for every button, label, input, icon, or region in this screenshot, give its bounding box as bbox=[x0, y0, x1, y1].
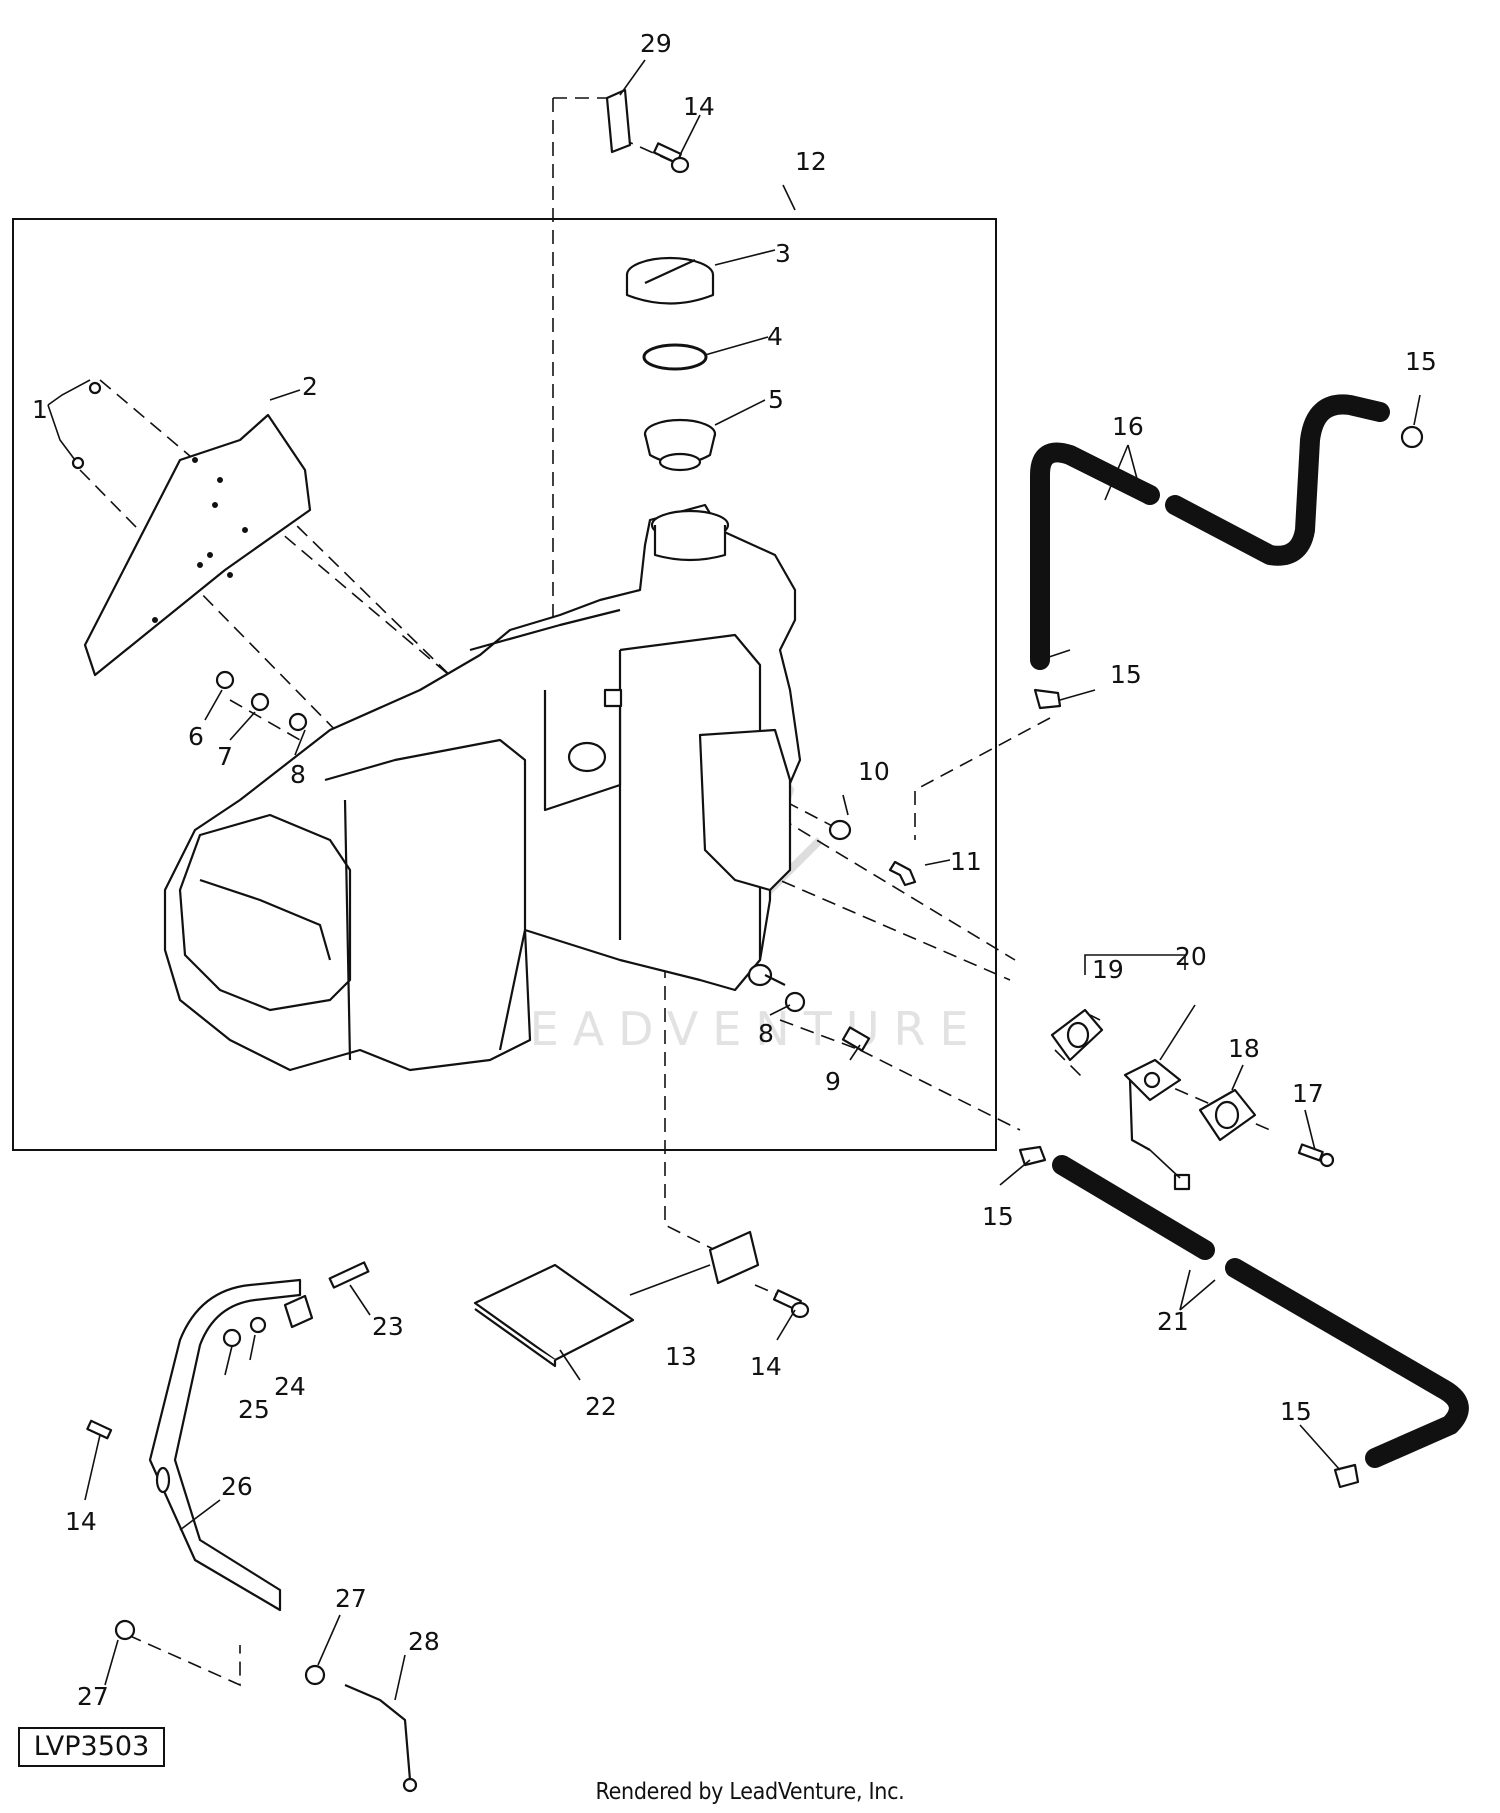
bolt-23[interactable] bbox=[328, 1261, 370, 1289]
fuel-tank-assembly-box bbox=[12, 218, 997, 1151]
bolt-14-left[interactable] bbox=[86, 1419, 113, 1440]
callout-8a: 8 bbox=[290, 760, 306, 789]
rod-28[interactable] bbox=[344, 1683, 418, 1793]
callout-6: 6 bbox=[188, 722, 204, 751]
callout-15b: 15 bbox=[1110, 660, 1142, 689]
spacer-23[interactable] bbox=[283, 1294, 314, 1329]
callout-1: 1 bbox=[32, 395, 48, 424]
callout-24: 24 bbox=[274, 1372, 306, 1401]
o-ring[interactable] bbox=[642, 343, 708, 371]
callout-5: 5 bbox=[768, 385, 784, 414]
screw-17[interactable] bbox=[1297, 1143, 1335, 1168]
callout-14c: 14 bbox=[65, 1507, 97, 1536]
footer-credit: Rendered by LeadVenture, Inc. bbox=[595, 1779, 905, 1805]
fuel-pickup-20[interactable] bbox=[1123, 1058, 1191, 1191]
callout-2: 2 bbox=[302, 372, 318, 401]
callout-4: 4 bbox=[767, 322, 783, 351]
nut-8-lower[interactable] bbox=[784, 991, 806, 1013]
callout-18: 18 bbox=[1228, 1034, 1260, 1063]
callout-3: 3 bbox=[775, 239, 791, 268]
heat-shield-plate[interactable] bbox=[83, 413, 312, 677]
fuel-cap[interactable] bbox=[625, 256, 715, 305]
hose-clamp-15-top[interactable] bbox=[1400, 425, 1424, 449]
nut-8-left[interactable] bbox=[288, 712, 308, 732]
callout-10: 10 bbox=[858, 757, 890, 786]
nut-25[interactable] bbox=[222, 1328, 242, 1348]
fuel-hose-21[interactable] bbox=[1052, 1155, 1469, 1468]
callout-29: 29 bbox=[640, 29, 672, 58]
callout-13: 13 bbox=[665, 1342, 697, 1371]
pad-22[interactable] bbox=[473, 1263, 635, 1368]
gasket-19[interactable] bbox=[1050, 1008, 1104, 1062]
callout-9: 9 bbox=[825, 1067, 841, 1096]
bolt-14-top[interactable] bbox=[652, 142, 690, 174]
filler-neck-adapter[interactable] bbox=[643, 418, 717, 472]
callout-26: 26 bbox=[221, 1472, 253, 1501]
fitting-9[interactable] bbox=[841, 1026, 871, 1052]
bracket-13[interactable] bbox=[708, 1230, 760, 1285]
callout-27a: 27 bbox=[77, 1682, 109, 1711]
callout-21: 21 bbox=[1157, 1307, 1189, 1336]
callout-25: 25 bbox=[238, 1395, 270, 1424]
callout-15d: 15 bbox=[1280, 1397, 1312, 1426]
fuel-tank[interactable] bbox=[163, 503, 802, 1072]
bushing-7[interactable] bbox=[250, 692, 270, 712]
callout-16: 16 bbox=[1112, 412, 1144, 441]
callout-27b: 27 bbox=[335, 1584, 367, 1613]
callout-23: 23 bbox=[372, 1312, 404, 1341]
callout-19: 19 bbox=[1092, 955, 1124, 984]
callout-7: 7 bbox=[217, 742, 233, 771]
retainer-plate-18[interactable] bbox=[1198, 1088, 1257, 1142]
callout-8b: 8 bbox=[758, 1019, 774, 1048]
callout-15c: 15 bbox=[982, 1202, 1014, 1231]
elbow-fitting-11[interactable] bbox=[888, 860, 917, 887]
hose-clamp-15-bottom[interactable] bbox=[1333, 1463, 1360, 1489]
callout-12: 12 bbox=[795, 147, 827, 176]
grommet-6[interactable] bbox=[215, 670, 235, 690]
nut-27-right[interactable] bbox=[304, 1664, 326, 1686]
tank-strap-26[interactable] bbox=[148, 1278, 302, 1612]
grommet-10[interactable] bbox=[828, 819, 852, 841]
leadventure-watermark: LEADVENTURE bbox=[490, 733, 983, 1056]
callout-15a: 15 bbox=[1405, 347, 1437, 376]
callout-leader-lines bbox=[47, 59, 1421, 1701]
vent-hose-16[interactable] bbox=[1030, 394, 1390, 670]
bolt-14-middle[interactable] bbox=[772, 1289, 810, 1319]
drawing-id-label: LVP3503 bbox=[18, 1727, 165, 1767]
callout-11: 11 bbox=[950, 847, 982, 876]
callout-22: 22 bbox=[585, 1392, 617, 1421]
callout-20: 20 bbox=[1175, 942, 1207, 971]
callout-14a: 14 bbox=[683, 92, 715, 121]
bracket-29[interactable] bbox=[605, 88, 632, 154]
callout-17: 17 bbox=[1292, 1079, 1324, 1108]
callout-numbers: 1 2 3 4 5 6 7 8 8 9 10 11 12 13 14 14 14… bbox=[32, 29, 1437, 1711]
callout-28: 28 bbox=[408, 1627, 440, 1656]
callout-14b: 14 bbox=[750, 1352, 782, 1381]
nut-27-left[interactable] bbox=[114, 1619, 136, 1641]
screw-1[interactable] bbox=[71, 381, 102, 470]
svg-text:LEADVENTURE: LEADVENTURE bbox=[490, 1002, 983, 1056]
hose-clamp-15-upper-left[interactable] bbox=[1033, 688, 1062, 710]
hose-clamp-15-lower-left[interactable] bbox=[1018, 1145, 1047, 1167]
washer-24[interactable] bbox=[249, 1316, 267, 1334]
